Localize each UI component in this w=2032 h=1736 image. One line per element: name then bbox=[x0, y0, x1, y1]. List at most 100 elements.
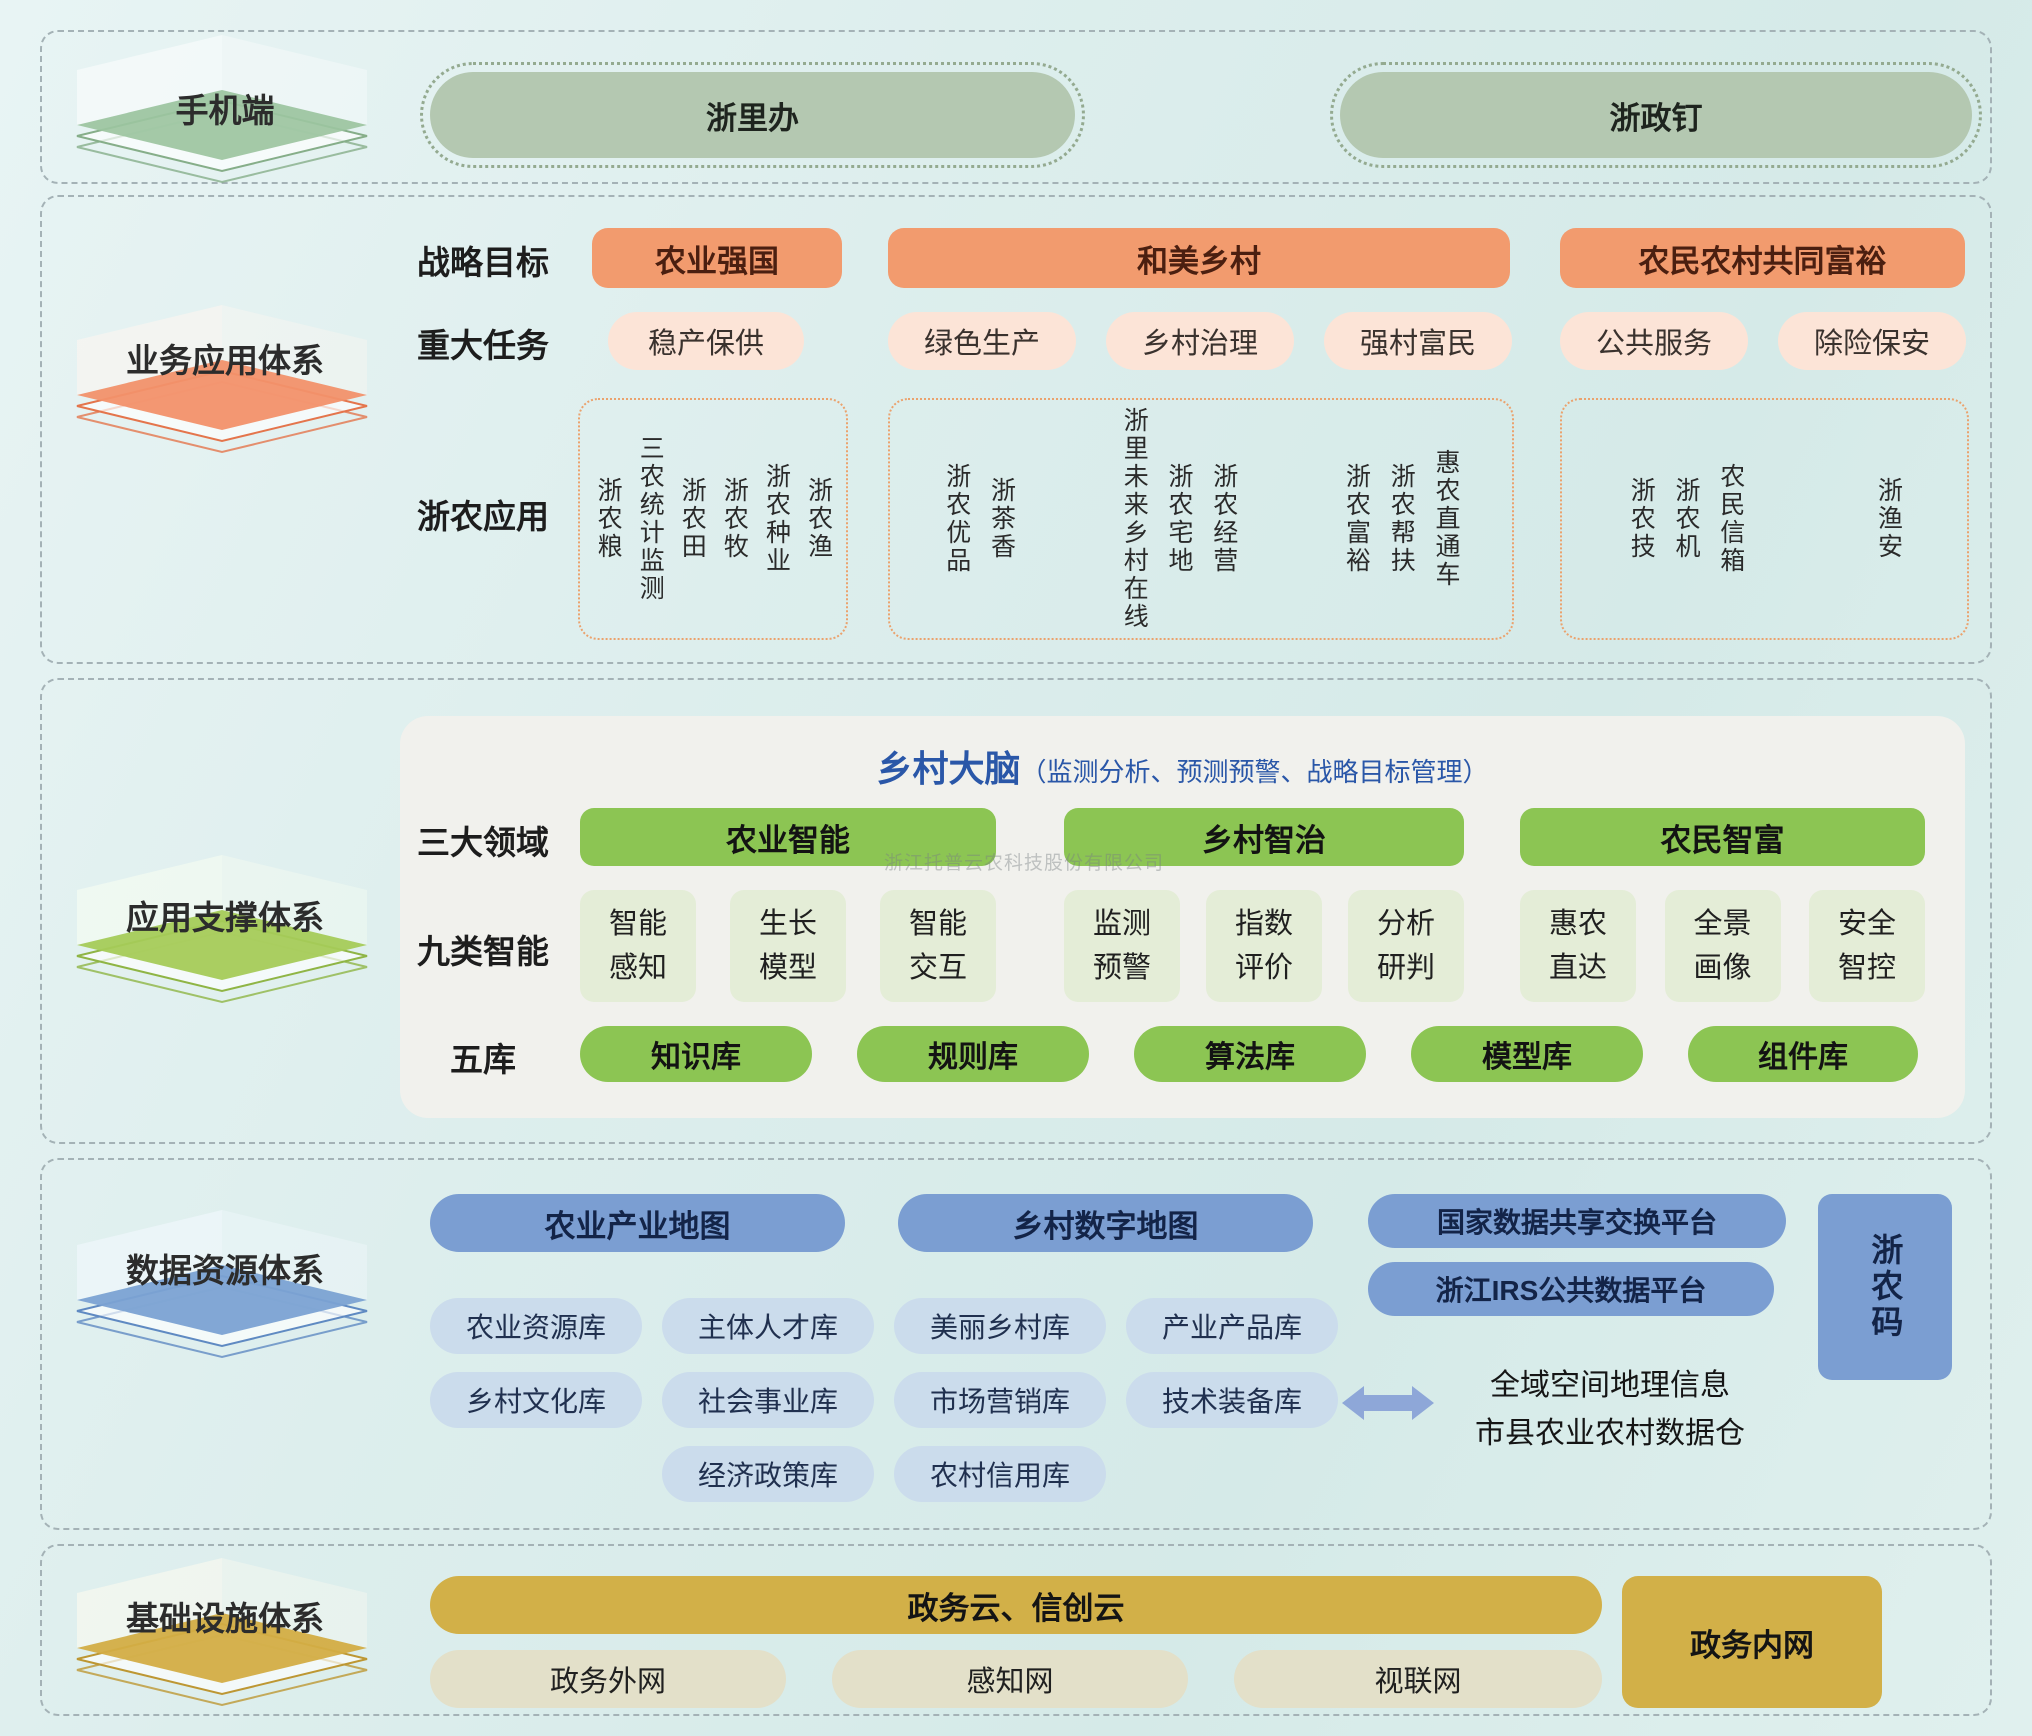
app-item: 浙农种业 bbox=[762, 463, 791, 575]
app-item: 浙农粮 bbox=[594, 477, 623, 561]
section-infra-frame bbox=[40, 1544, 1992, 1716]
map-header: 农业产业地图 bbox=[430, 1194, 845, 1252]
geo-data-note: 全域空间地理信息 市县农业农村数据仓 bbox=[1440, 1362, 1780, 1458]
db-pill: 农业资源库 bbox=[430, 1298, 642, 1354]
company-watermark: 浙江托普云农科技股份有限公司 bbox=[884, 853, 1165, 874]
intel-card-label: 智能感知 bbox=[608, 908, 667, 984]
intel-card-label: 全景画像 bbox=[1693, 908, 1752, 984]
app-item: 浙农渔 bbox=[804, 477, 833, 561]
library-pill: 组件库 bbox=[1688, 1026, 1918, 1082]
business-section-label: 业务应用体系 bbox=[126, 342, 324, 379]
app-item: 浙里未来乡村在线 bbox=[1120, 407, 1149, 631]
library-pill: 模型库 bbox=[1411, 1026, 1643, 1082]
intel-card-label: 指数评价 bbox=[1234, 908, 1293, 984]
library-pill: 知识库 bbox=[580, 1026, 812, 1082]
app-item: 浙农宅地 bbox=[1165, 463, 1193, 575]
platform-bar: 浙江IRS公共数据平台 bbox=[1368, 1262, 1774, 1316]
apps-box-2: 浙农优品 浙茶香 浙里未来乡村在线 浙农宅地 浙农经营 浙农富裕 浙农帮扶 惠农… bbox=[888, 398, 1514, 640]
apps-box-3: 浙农技 浙农机 农民信箱 浙渔安 bbox=[1560, 398, 1969, 640]
village-brain-name: 乡村大脑 bbox=[876, 748, 1021, 789]
support-section-label: 应用支撑体系 bbox=[126, 899, 324, 936]
task-pill: 稳产保供 bbox=[608, 312, 804, 370]
db-pill: 产业产品库 bbox=[1126, 1298, 1338, 1354]
db-pill: 社会事业库 bbox=[662, 1372, 874, 1428]
task-pill: 除险保安 bbox=[1778, 312, 1966, 370]
goal-pill: 和美乡村 bbox=[888, 228, 1510, 288]
section-data-frame bbox=[40, 1158, 1992, 1530]
app-item: 浙农田 bbox=[678, 477, 707, 561]
intel-group: 惠农直达 全景画像 安全智控 bbox=[1520, 890, 1925, 1002]
section-support-frame bbox=[40, 678, 1992, 1144]
db-pill: 乡村文化库 bbox=[430, 1372, 642, 1428]
intel-card: 智能交互 bbox=[880, 890, 996, 1002]
app-group: 浙农优品 浙茶香 bbox=[942, 463, 1016, 575]
db-pill: 主体人才库 bbox=[662, 1298, 874, 1354]
library-pill: 算法库 bbox=[1134, 1026, 1366, 1082]
intel-card: 监测预警 bbox=[1064, 890, 1180, 1002]
double-arrow-icon bbox=[1342, 1386, 1434, 1420]
app-group: 浙渔安 bbox=[1874, 477, 1903, 561]
apps-row-label: 浙农应用 bbox=[417, 498, 549, 535]
intel-card-label: 安全智控 bbox=[1837, 908, 1896, 984]
mobile-section-label: 手机端 bbox=[175, 92, 275, 129]
village-brain-title: 乡村大脑（监测分析、预测预警、战略目标管理） bbox=[400, 740, 1965, 792]
app-group: 浙农技 浙农机 农民信箱 bbox=[1627, 463, 1745, 575]
task-pill: 绿色生产 bbox=[888, 312, 1076, 370]
section-mobile-frame bbox=[40, 30, 1992, 184]
app-group: 浙里未来乡村在线 浙农宅地 浙农经营 bbox=[1120, 407, 1238, 631]
app-item: 浙农富裕 bbox=[1342, 463, 1371, 575]
db-pill: 美丽乡村库 bbox=[894, 1298, 1106, 1354]
app-item: 三农统计监测 bbox=[636, 435, 665, 603]
app-item: 浙农帮扶 bbox=[1387, 463, 1416, 575]
task-pill: 公共服务 bbox=[1560, 312, 1748, 370]
platform-bar: 国家数据共享交换平台 bbox=[1368, 1194, 1786, 1248]
domains-row-label: 三大领域 bbox=[417, 824, 549, 861]
library-pill: 规则库 bbox=[857, 1026, 1089, 1082]
zheliban-pill: 浙里办 bbox=[420, 62, 1085, 168]
gov-cloud-bar: 政务云、信创云 bbox=[430, 1576, 1602, 1634]
tasks-row-label: 重大任务 bbox=[417, 327, 549, 364]
support-layer-icon bbox=[76, 855, 368, 1004]
zheliban-pill-label: 浙里办 bbox=[430, 72, 1075, 158]
goals-row-label: 战略目标 bbox=[417, 244, 549, 281]
intel-card-label: 智能交互 bbox=[908, 908, 967, 984]
intel-card: 全景画像 bbox=[1664, 890, 1781, 1002]
map-header: 乡村数字地图 bbox=[898, 1194, 1313, 1252]
apps-box-1: 浙农粮 三农统计监测 浙农田 浙农牧 浙农种业 浙农渔 bbox=[578, 398, 848, 640]
app-item: 浙农优品 bbox=[942, 463, 971, 575]
domain-bar: 乡村智治 bbox=[1064, 808, 1464, 866]
app-item: 农民信箱 bbox=[1716, 463, 1745, 575]
task-pill: 乡村治理 bbox=[1106, 312, 1294, 370]
db-pill: 农村信用库 bbox=[894, 1446, 1106, 1502]
business-layer-icon bbox=[76, 305, 368, 454]
app-item: 浙渔安 bbox=[1874, 477, 1903, 561]
mobile-layer-icon bbox=[76, 35, 368, 184]
intel-card: 生长模型 bbox=[730, 890, 846, 1002]
app-item: 浙茶香 bbox=[987, 477, 1016, 561]
infra-section-label: 基础设施体系 bbox=[126, 1600, 324, 1637]
intel-card-label: 监测预警 bbox=[1092, 908, 1151, 984]
intel-group: 监测预警 指数评价 分析研判 bbox=[1064, 890, 1464, 1002]
intel-group: 智能感知 生长模型 智能交互 bbox=[580, 890, 996, 1002]
intel-row-label: 九类智能 bbox=[417, 933, 549, 970]
infra-layer-icon bbox=[76, 1558, 368, 1707]
app-item: 惠农直通车 bbox=[1432, 449, 1460, 589]
intel-card: 惠农直达 bbox=[1520, 890, 1636, 1002]
domain-bar: 农业智能 bbox=[580, 808, 996, 866]
goal-pill: 农业强国 bbox=[592, 228, 842, 288]
gov-intranet-box: 政务内网 bbox=[1622, 1576, 1882, 1708]
geo-data-line: 全域空间地理信息 bbox=[1490, 1369, 1730, 1402]
network-pill: 政务外网 bbox=[430, 1650, 786, 1708]
app-item: 浙农经营 bbox=[1209, 463, 1238, 575]
app-item: 浙农机 bbox=[1672, 477, 1700, 561]
zhezhengding-pill-label: 浙政钉 bbox=[1340, 72, 1972, 158]
intel-card-label: 生长模型 bbox=[758, 908, 817, 984]
app-group: 浙农富裕 浙农帮扶 惠农直通车 bbox=[1342, 449, 1461, 589]
zhenongma-box: 浙农码 bbox=[1818, 1194, 1952, 1380]
app-item: 浙农技 bbox=[1627, 477, 1656, 561]
app-item: 浙农牧 bbox=[720, 477, 749, 561]
db-pill: 技术装备库 bbox=[1126, 1372, 1338, 1428]
section-business-frame bbox=[40, 195, 1992, 664]
task-pill: 强村富民 bbox=[1324, 312, 1512, 370]
db-pill: 市场营销库 bbox=[894, 1372, 1106, 1428]
